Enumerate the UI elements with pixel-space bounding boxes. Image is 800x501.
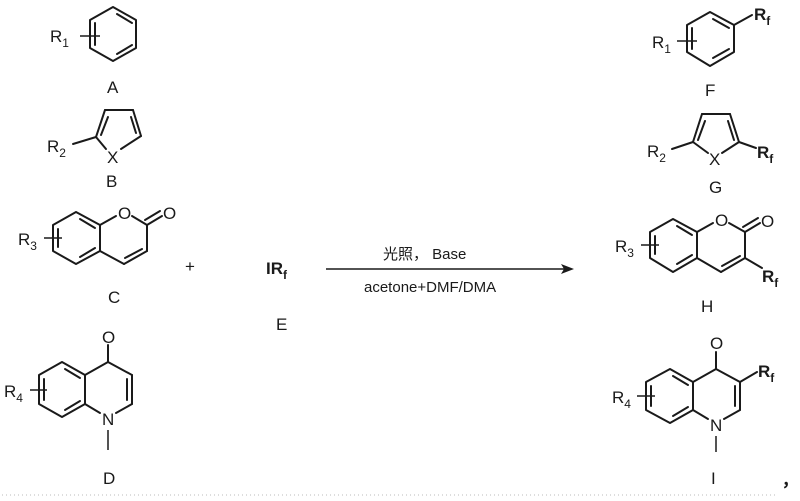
- compound-label-c: C: [108, 288, 120, 307]
- compound-a: R1 A: [50, 6, 137, 97]
- compound-f: Rf R1 F: [652, 5, 771, 100]
- substituent-r1: R1: [652, 33, 671, 56]
- compound-d: O N R4 D: [4, 328, 133, 488]
- compound-h: O O Rf R3 H: [615, 211, 779, 316]
- substituent-r3: R3: [18, 230, 37, 253]
- substituent-r1: R1: [50, 27, 69, 50]
- substituent-r2: R2: [647, 142, 666, 165]
- compound-i: O N Rf R4 I: [612, 334, 775, 488]
- compound-label-f: F: [705, 81, 715, 100]
- compound-label-e: E: [276, 315, 287, 334]
- compound-g: X R2 Rf G: [647, 113, 774, 197]
- reaction-arrow: 光照， Base acetone+DMF/DMA: [326, 246, 574, 296]
- rf-group: Rf: [754, 5, 771, 28]
- substituent-r2: R2: [47, 137, 66, 160]
- plus-sign: +: [185, 257, 195, 276]
- reagent-e: IRf E: [266, 259, 288, 334]
- carbonyl-oxygen: O: [710, 334, 723, 353]
- carbonyl-oxygen: O: [163, 204, 176, 223]
- compound-c: O O R3 C: [18, 204, 176, 307]
- ring-nitrogen: N: [710, 416, 722, 435]
- compound-label-b: B: [106, 172, 117, 191]
- substituent-r3: R3: [615, 237, 634, 260]
- carbonyl-oxygen: O: [761, 212, 774, 231]
- heteroatom-x: X: [107, 148, 118, 167]
- ring-oxygen: O: [118, 204, 131, 223]
- compound-label-g: G: [709, 178, 722, 197]
- condition-below-arrow: acetone+DMF/DMA: [364, 279, 496, 296]
- compound-label-h: H: [701, 297, 713, 316]
- substituent-r4: R4: [612, 388, 631, 411]
- substituent-r4: R4: [4, 382, 23, 405]
- reagent-formula: IRf: [266, 259, 288, 282]
- compound-label-d: D: [103, 469, 115, 488]
- compound-label-i: I: [711, 469, 716, 488]
- carbonyl-oxygen: O: [102, 328, 115, 347]
- rf-group: Rf: [762, 267, 779, 290]
- heteroatom-x: X: [709, 150, 720, 169]
- ring-nitrogen: N: [102, 410, 114, 429]
- rf-group: Rf: [758, 362, 775, 385]
- ring-oxygen: O: [715, 211, 728, 230]
- condition-above-arrow: 光照， Base: [383, 246, 466, 263]
- trailing-comma: ，: [782, 471, 799, 490]
- compound-b: X R2 B: [47, 109, 142, 191]
- compound-label-a: A: [107, 78, 119, 97]
- rf-group: Rf: [757, 143, 774, 166]
